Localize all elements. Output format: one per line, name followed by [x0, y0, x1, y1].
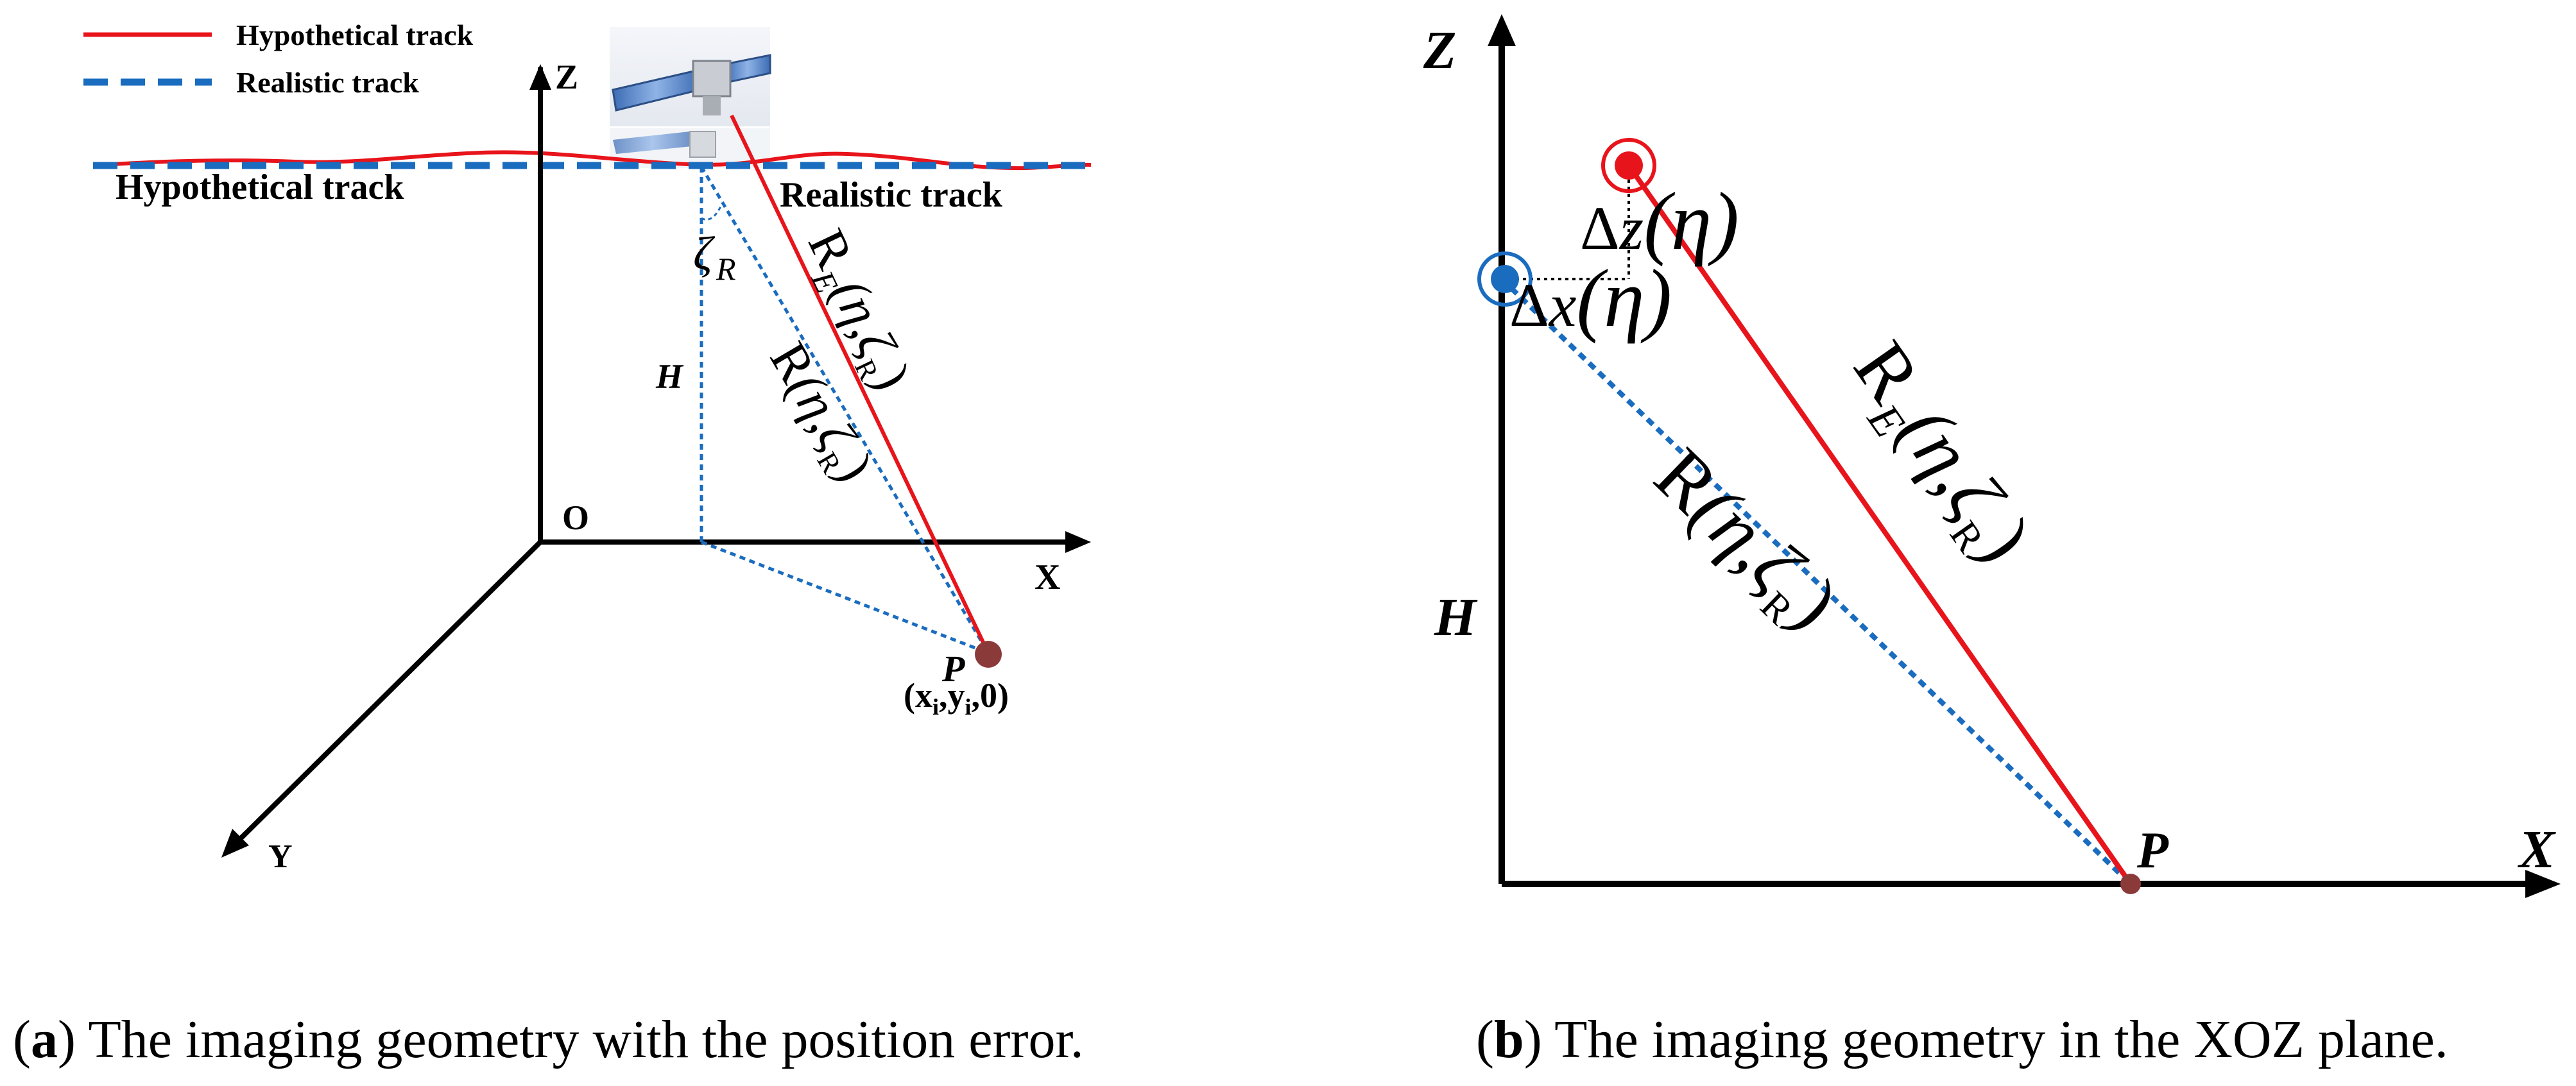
realistic-position-ring: [1477, 251, 1533, 307]
target-coordinates: (xi,yi,0): [904, 676, 1009, 720]
panel-b: Z X H Δz(η) Δx(η) RE(η,ζR) R(η,ζR) P (b)…: [1423, 14, 2561, 1069]
panel-a: Hypothetical track Realistic track Hypot…: [13, 19, 1092, 1069]
look-angle-arc: [701, 203, 723, 221]
legend: Hypothetical track Realistic track: [83, 19, 474, 99]
caption-b: (b) The imaging geometry in the XOZ plan…: [1476, 1010, 2448, 1069]
satellite-image-upper: [610, 27, 771, 126]
height-label-b: H: [1434, 588, 1478, 647]
errored-range-line: [730, 114, 990, 654]
axis-z-arrowhead: [529, 64, 551, 90]
true-range-line-b: [1500, 277, 2133, 886]
axis-y-line: [237, 540, 542, 842]
hypothetical-position: [1615, 151, 1643, 180]
target-point: [975, 641, 1002, 668]
errored-range-label-b: RE(η,ζR): [1828, 327, 2048, 583]
true-range-line: [700, 165, 990, 654]
legend-realistic-label: Realistic track: [236, 66, 419, 99]
delta-z-label: Δz(η): [1580, 176, 1739, 267]
track-label-realistic: Realistic track: [780, 175, 1003, 215]
errored-range-line-b: [1626, 164, 2133, 886]
axis-z-label: Z: [555, 58, 578, 96]
track-label-hypothetical: Hypothetical track: [116, 167, 404, 207]
axis-x-label: X: [1035, 557, 1060, 597]
axis-x-label-b: X: [2517, 820, 2556, 879]
origin-label: O: [562, 498, 589, 537]
axis-y-label: Y: [268, 838, 293, 875]
target-label-b: P: [2136, 822, 2169, 879]
axis-x-arrowhead: [1065, 531, 1091, 553]
delta-x-label: Δx(η): [1509, 253, 1672, 344]
realistic-position: [1491, 265, 1519, 293]
axis-z-arrowhead-b: [1488, 14, 1516, 46]
hypothetical-track-line: [92, 150, 1092, 171]
caption-a: (a) The imaging geometry with the positi…: [13, 1010, 1084, 1069]
true-range-label-b: R(η,ζR): [1633, 432, 1855, 651]
height-label: H: [655, 357, 684, 396]
legend-hypothetical-label: Hypothetical track: [236, 19, 474, 51]
axis-y-arrowhead: [221, 829, 249, 858]
axis-x-arrowhead-b: [2525, 870, 2561, 898]
axis-z-label-b: Z: [1423, 21, 1456, 80]
target-label: P: [941, 648, 965, 690]
target-point-b: [2120, 874, 2141, 894]
hypothetical-position-ring: [1601, 138, 1656, 193]
